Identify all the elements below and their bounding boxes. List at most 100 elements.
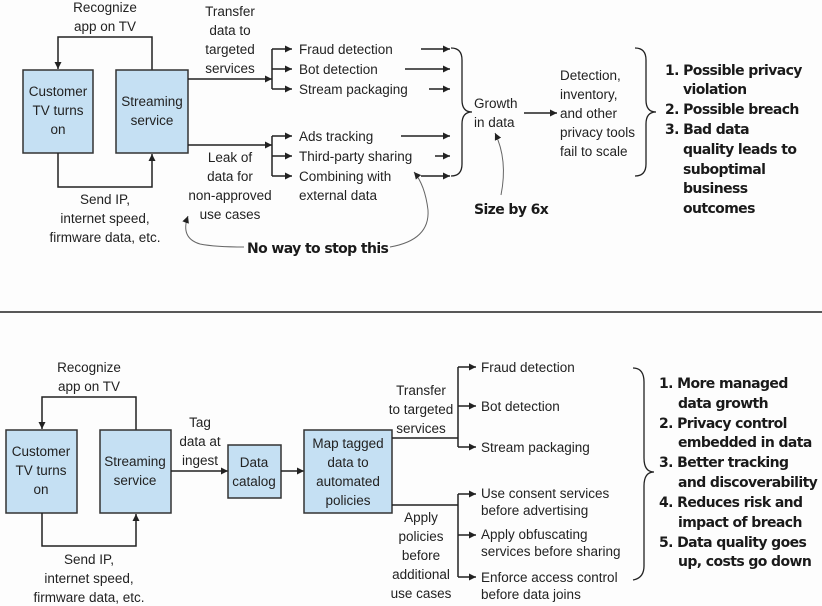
outcome-item: 1. Possible privacy	[665, 63, 802, 79]
outcome-item: outcomes	[683, 201, 755, 217]
label-send-ip: internet speed,	[60, 211, 149, 226]
send-ip-arrow	[41, 513, 140, 547]
label-send-ip: internet speed,	[44, 571, 133, 586]
label-recognize: Recognize	[57, 360, 121, 375]
label-growth: Growth	[474, 96, 518, 111]
label-transfer: targeted	[205, 42, 255, 57]
benefit-item: 2. Privacy control	[659, 416, 787, 432]
top-diagram: Recognize app on TV Customer TV turns on…	[22, 0, 803, 257]
leak-combining: external data	[299, 188, 378, 203]
streaming-service-label: service	[131, 113, 174, 128]
label-growth: in data	[474, 115, 515, 130]
label-transfer: services	[396, 421, 446, 436]
customer-tv-label: TV turns	[32, 103, 83, 118]
label-transfer: services	[205, 61, 255, 76]
label-detection: privacy tools	[560, 125, 635, 140]
recognize-arrow	[54, 36, 153, 70]
label-apply: before	[402, 548, 440, 563]
data-catalog-label: Data	[240, 455, 269, 470]
service-fraud-detection: Fraud detection	[481, 360, 575, 375]
data-catalog-label: catalog	[232, 474, 276, 489]
benefit-item: 3. Better tracking	[659, 455, 788, 471]
service-bot-detection: Bot detection	[299, 62, 378, 77]
streaming-service-label: service	[114, 473, 157, 488]
label-recognize: app on TV	[74, 19, 136, 34]
map-policies-box	[303, 429, 393, 514]
service-stream-packaging: Stream packaging	[299, 82, 408, 97]
outcome-item: suboptimal	[683, 162, 765, 178]
customer-tv-label: on	[50, 122, 65, 137]
map-policies-label: automated	[316, 474, 380, 489]
benefit-item: embedded in data	[678, 435, 812, 451]
benefit-item: data growth	[678, 396, 768, 412]
streaming-service-box	[115, 69, 189, 154]
label-detection: inventory,	[560, 87, 618, 102]
brace	[632, 367, 655, 581]
policy-consent: before advertising	[481, 503, 588, 518]
outcome-item: 2. Possible breach	[665, 102, 799, 118]
label-leak: use cases	[200, 207, 261, 222]
label-send-ip: Send IP,	[80, 192, 130, 207]
no-way-note: No way to stop this	[247, 241, 389, 257]
label-detection: Detection,	[560, 68, 621, 83]
no-way-arrow-left	[182, 215, 245, 248]
policy-access-control: before data joins	[481, 587, 581, 602]
service-fraud-detection: Fraud detection	[299, 42, 393, 57]
label-transfer: Transfer	[205, 4, 255, 19]
label-leak: data for	[207, 169, 253, 184]
label-transfer: data to	[209, 23, 250, 38]
label-transfer: to targeted	[389, 402, 454, 417]
label-apply: additional	[392, 567, 450, 582]
policy-obfuscating: Apply obfuscating	[481, 527, 588, 542]
customer-tv-label: Customer	[12, 444, 71, 459]
map-policies-label: policies	[325, 493, 370, 508]
map-policies-label: data to	[327, 455, 368, 470]
leak-combining: Combining with	[299, 169, 391, 184]
size-arrow	[494, 132, 504, 196]
streaming-service-label: Streaming	[104, 454, 166, 469]
benefit-item: impact of breach	[678, 515, 802, 531]
policy-access-control: Enforce access control	[481, 570, 618, 585]
outcome-item: quality leads to	[683, 142, 797, 158]
size-note: Size by 6x	[474, 202, 549, 218]
send-ip-arrow	[57, 153, 156, 188]
service-bot-detection: Bot detection	[481, 399, 560, 414]
brace	[634, 47, 657, 177]
customer-tv-box	[22, 69, 94, 154]
label-apply: use cases	[391, 586, 452, 601]
label-transfer: Transfer	[396, 383, 446, 398]
recognize-arrow	[38, 396, 137, 430]
label-recognize: app on TV	[58, 379, 120, 394]
benefit-item: up, costs go down	[678, 554, 811, 570]
outcome-item: violation	[683, 82, 746, 98]
bottom-diagram: Recognize app on TV Customer TV turns on…	[5, 360, 818, 605]
benefit-item: 4. Reduces risk and	[659, 495, 802, 511]
label-tag: data at	[179, 434, 221, 449]
label-send-ip: Send IP,	[64, 552, 114, 567]
benefit-item: 1. More managed	[659, 376, 788, 392]
service-stream-packaging: Stream packaging	[481, 440, 590, 455]
customer-tv-label: TV turns	[15, 463, 66, 478]
leak-third-party-sharing: Third-party sharing	[299, 149, 412, 164]
streaming-service-box	[99, 429, 172, 514]
label-send-ip: firmware data, etc.	[49, 230, 160, 245]
label-detection: and other	[560, 106, 618, 121]
policy-consent: Use consent services	[481, 486, 610, 501]
leak-ads-tracking: Ads tracking	[299, 129, 373, 144]
customer-tv-label: Customer	[29, 84, 88, 99]
label-tag: Tag	[189, 415, 211, 430]
data-catalog-box	[227, 444, 282, 499]
no-way-arrow-right	[389, 171, 429, 248]
brace	[450, 47, 473, 177]
label-apply: policies	[398, 529, 443, 544]
label-detection: fail to scale	[560, 144, 628, 159]
label-leak: non-approved	[188, 188, 271, 203]
label-tag: ingest	[182, 453, 218, 468]
policy-obfuscating: services before sharing	[481, 544, 621, 559]
streaming-service-label: Streaming	[121, 94, 183, 109]
outcome-item: 3. Bad data	[665, 122, 749, 138]
label-leak: Leak of	[208, 150, 253, 165]
map-policies-label: Map tagged	[312, 436, 383, 451]
label-apply: Apply	[404, 510, 438, 525]
